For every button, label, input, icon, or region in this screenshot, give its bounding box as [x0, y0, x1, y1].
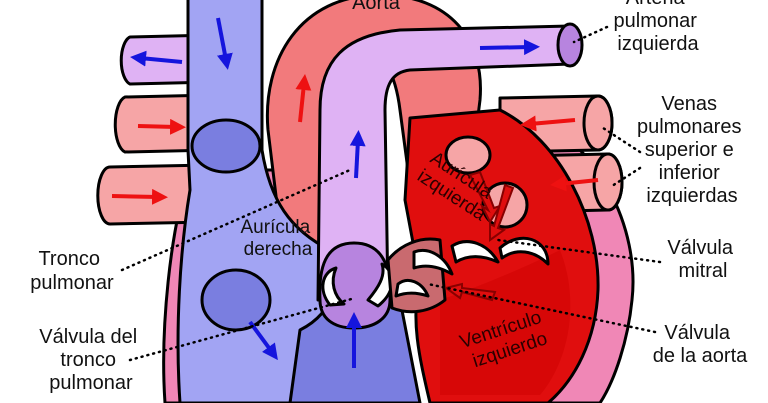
outlined-flow-arrows — [443, 170, 515, 302]
vena-cava-opening — [190, 118, 262, 174]
pulmonary-vein-opening-1 — [444, 135, 492, 175]
labels: Aorta Arteria pulmonar izquierda Venas p… — [30, 0, 748, 394]
aortic-valve — [394, 249, 454, 298]
arrow-icon — [550, 175, 599, 192]
arrow-icon — [248, 320, 278, 361]
label-aortic-valve: Válvula de la aorta — [653, 322, 748, 367]
label-right-atrium: Aurícula derecha — [241, 217, 316, 260]
arrow-icon — [137, 118, 186, 135]
label-aorta: Aorta — [352, 0, 401, 14]
label-pulmonary-trunk: Tronco pulmonar — [30, 248, 114, 294]
label-left-pulmonary-veins: Venas pulmonares superior e inferior izq… — [637, 93, 747, 207]
label-pulmonary-valve: Válvula del tronco pulmonar — [39, 326, 142, 394]
arrow-icon — [111, 188, 168, 205]
arrow-icon — [479, 39, 540, 56]
arrow-icon — [468, 170, 503, 225]
inferior-vena-cava-opening — [200, 268, 272, 332]
arrow-icon — [520, 115, 576, 132]
pulmonary-valve — [321, 262, 394, 308]
leader-lines — [120, 25, 662, 362]
oxygenated-flow-arrows — [111, 74, 599, 205]
arrow-icon — [130, 50, 183, 67]
deoxygenated-flow-arrows — [130, 17, 540, 368]
arrow-icon — [489, 183, 515, 242]
arrow-icon — [349, 130, 366, 179]
pulmonary-trunk — [316, 24, 572, 302]
label-mitral-valve: Válvula mitral — [667, 237, 738, 282]
arrow-icon — [216, 17, 233, 70]
arrow-icon — [295, 74, 312, 123]
left-ventricle-inner — [440, 250, 571, 395]
label-left-pulmonary-artery: Arteria pulmonar izquierda — [614, 0, 703, 55]
pulmonary-artery-opening — [556, 22, 584, 68]
